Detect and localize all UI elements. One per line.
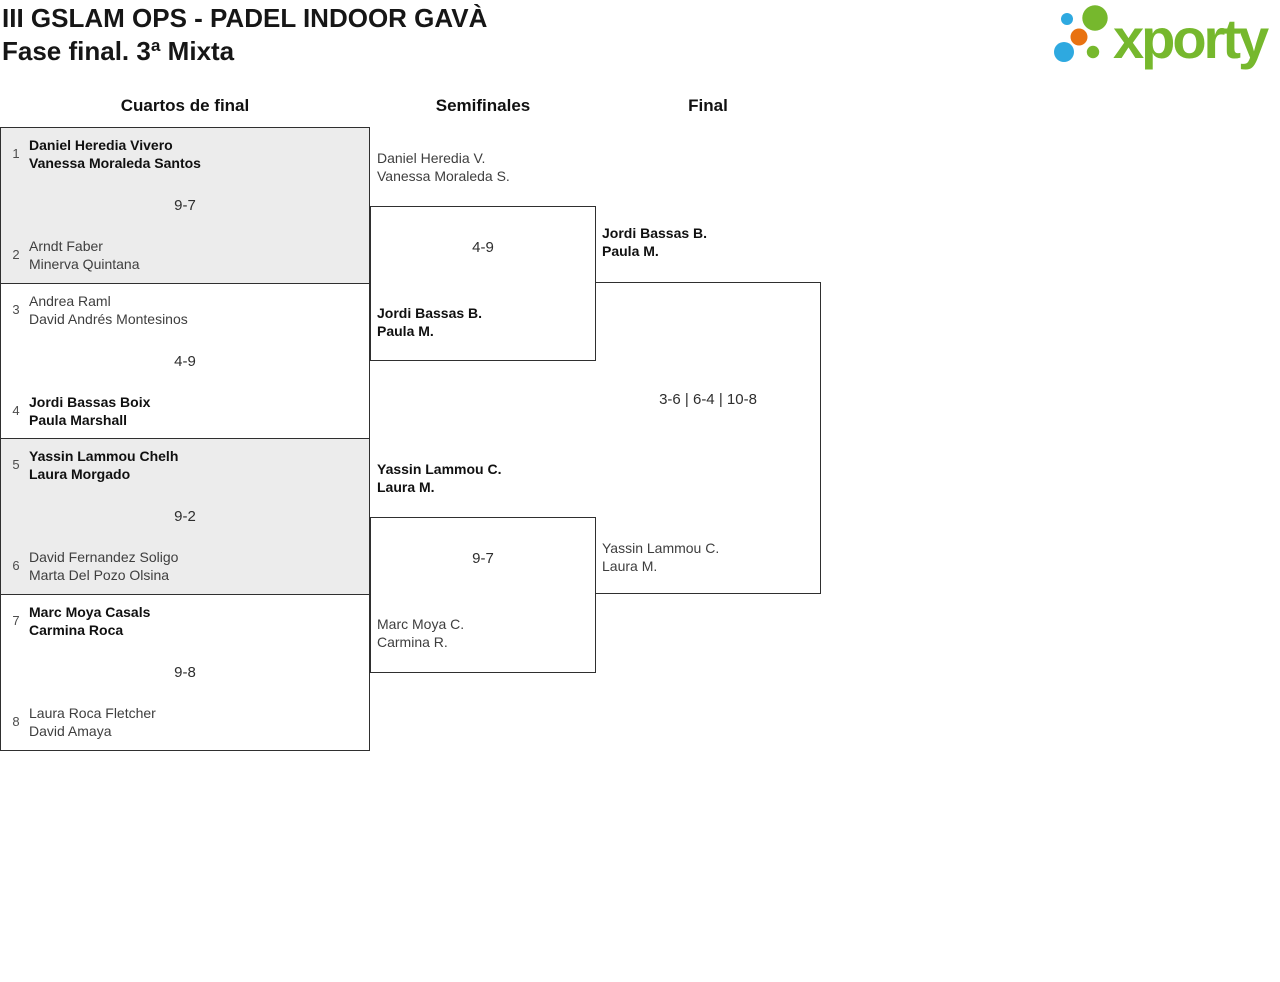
column-header-semifinals: Semifinales <box>435 96 531 115</box>
seed-number: 7 <box>12 613 20 628</box>
team-row: 3 Andrea Raml David Andrés Montesinos <box>1 292 369 328</box>
team-label: Yassin Lammou C. Laura M. <box>602 539 820 575</box>
player-name: Andrea Raml <box>29 293 111 309</box>
team-label: Marc Moya C. Carmina R. <box>377 615 595 651</box>
logo-dot <box>1070 28 1088 46</box>
player-name: Paula M. <box>602 243 659 259</box>
match-score: 4-9 <box>174 353 196 370</box>
team-row: 1 Daniel Heredia Vivero Vanessa Moraleda… <box>1 136 369 172</box>
player-name: Vanessa Moraleda Santos <box>29 155 201 171</box>
match-score: 9-7 <box>472 550 494 567</box>
match-score: 3-6 | 6-4 | 10-8 <box>659 391 757 408</box>
player-name: Paula Marshall <box>29 412 128 428</box>
team-label: Jordi Bassas B. Paula M. <box>377 304 595 340</box>
player-name: David Fernandez Soligo <box>29 549 179 565</box>
player-name: Vanessa Moraleda S. <box>377 168 510 184</box>
player-name: Arndt Faber <box>29 238 103 254</box>
player-name: Jordi Bassas B. <box>602 225 708 241</box>
seed-number: 8 <box>12 714 20 729</box>
player-name: Laura M. <box>377 479 435 495</box>
team-row: 5 Yassin Lammou Chelh Laura Morgado <box>1 447 369 483</box>
match-qf-2[interactable]: 3 Andrea Raml David Andrés Montesinos 4-… <box>0 283 370 439</box>
player-name: Yassin Lammou C. <box>602 540 720 556</box>
player-name: Carmina R. <box>377 634 448 650</box>
match-qf-3[interactable]: 5 Yassin Lammou Chelh Laura Morgado 9-2 … <box>0 438 370 595</box>
player-name: Marta Del Pozo Olsina <box>29 567 170 583</box>
page-title: III GSLAM OPS - PADEL INDOOR GAVÀ <box>2 3 488 33</box>
xporty-logo-graphic: xporty <box>1054 5 1272 70</box>
team-label: Yassin Lammou C. Laura M. <box>377 460 595 496</box>
player-name: David Amaya <box>29 723 112 739</box>
player-name: Laura Roca Fletcher <box>29 705 156 721</box>
match-score: 9-7 <box>174 197 196 214</box>
player-name: Marc Moya C. <box>377 616 465 632</box>
column-header-quarterfinals: Cuartos de final <box>120 96 250 115</box>
seed-number: 5 <box>12 457 20 472</box>
match-qf-1[interactable]: 1 Daniel Heredia Vivero Vanessa Moraleda… <box>0 127 370 284</box>
logo-dot <box>1054 42 1074 62</box>
xporty-logo[interactable]: xporty <box>1049 0 1275 74</box>
seed-number: 4 <box>12 403 20 418</box>
player-name: Jordi Bassas Boix <box>29 394 151 410</box>
team-row: 4 Jordi Bassas Boix Paula Marshall <box>1 393 369 429</box>
match-sf-2[interactable]: 9-7 <box>370 517 596 673</box>
player-name: Laura M. <box>602 558 658 574</box>
seed-number: 6 <box>12 558 20 573</box>
page-subtitle: Fase final. 3ª Mixta <box>2 36 235 66</box>
team-row: 8 Laura Roca Fletcher David Amaya <box>1 704 369 740</box>
logo-wordmark: xporty <box>1113 7 1269 70</box>
player-name: Minerva Quintana <box>29 256 140 272</box>
team-label: Jordi Bassas B. Paula M. <box>602 224 820 260</box>
player-name: David Andrés Montesinos <box>29 311 188 327</box>
team-row: 6 David Fernandez Soligo Marta Del Pozo … <box>1 548 369 584</box>
match-score: 9-2 <box>174 508 196 525</box>
player-name: Yassin Lammou Chelh <box>29 448 179 464</box>
player-name: Daniel Heredia V. <box>377 150 486 166</box>
column-header-final: Final <box>688 96 728 115</box>
logo-dot <box>1082 5 1108 31</box>
match-final[interactable] <box>595 282 821 594</box>
logo-dot <box>1061 13 1073 25</box>
team-row: 2 Arndt Faber Minerva Quintana <box>1 237 369 273</box>
seed-number: 2 <box>12 247 20 262</box>
player-name: Yassin Lammou C. <box>377 461 502 477</box>
seed-number: 3 <box>12 302 20 317</box>
match-score: 4-9 <box>472 239 494 256</box>
player-name: Carmina Roca <box>29 622 124 638</box>
player-name: Jordi Bassas B. <box>377 305 483 321</box>
team-label: Daniel Heredia V. Vanessa Moraleda S. <box>377 149 595 185</box>
match-qf-4[interactable]: 7 Marc Moya Casals Carmina Roca 9-8 8 La… <box>0 594 370 751</box>
match-sf-1[interactable]: 4-9 <box>370 206 596 361</box>
player-name: Marc Moya Casals <box>29 604 151 620</box>
player-name: Daniel Heredia Vivero <box>29 137 173 153</box>
seed-number: 1 <box>12 146 20 161</box>
player-name: Paula M. <box>377 323 434 339</box>
match-score: 9-8 <box>174 664 196 681</box>
team-row: 7 Marc Moya Casals Carmina Roca <box>1 603 369 639</box>
player-name: Laura Morgado <box>29 466 131 482</box>
logo-dot <box>1086 45 1100 59</box>
